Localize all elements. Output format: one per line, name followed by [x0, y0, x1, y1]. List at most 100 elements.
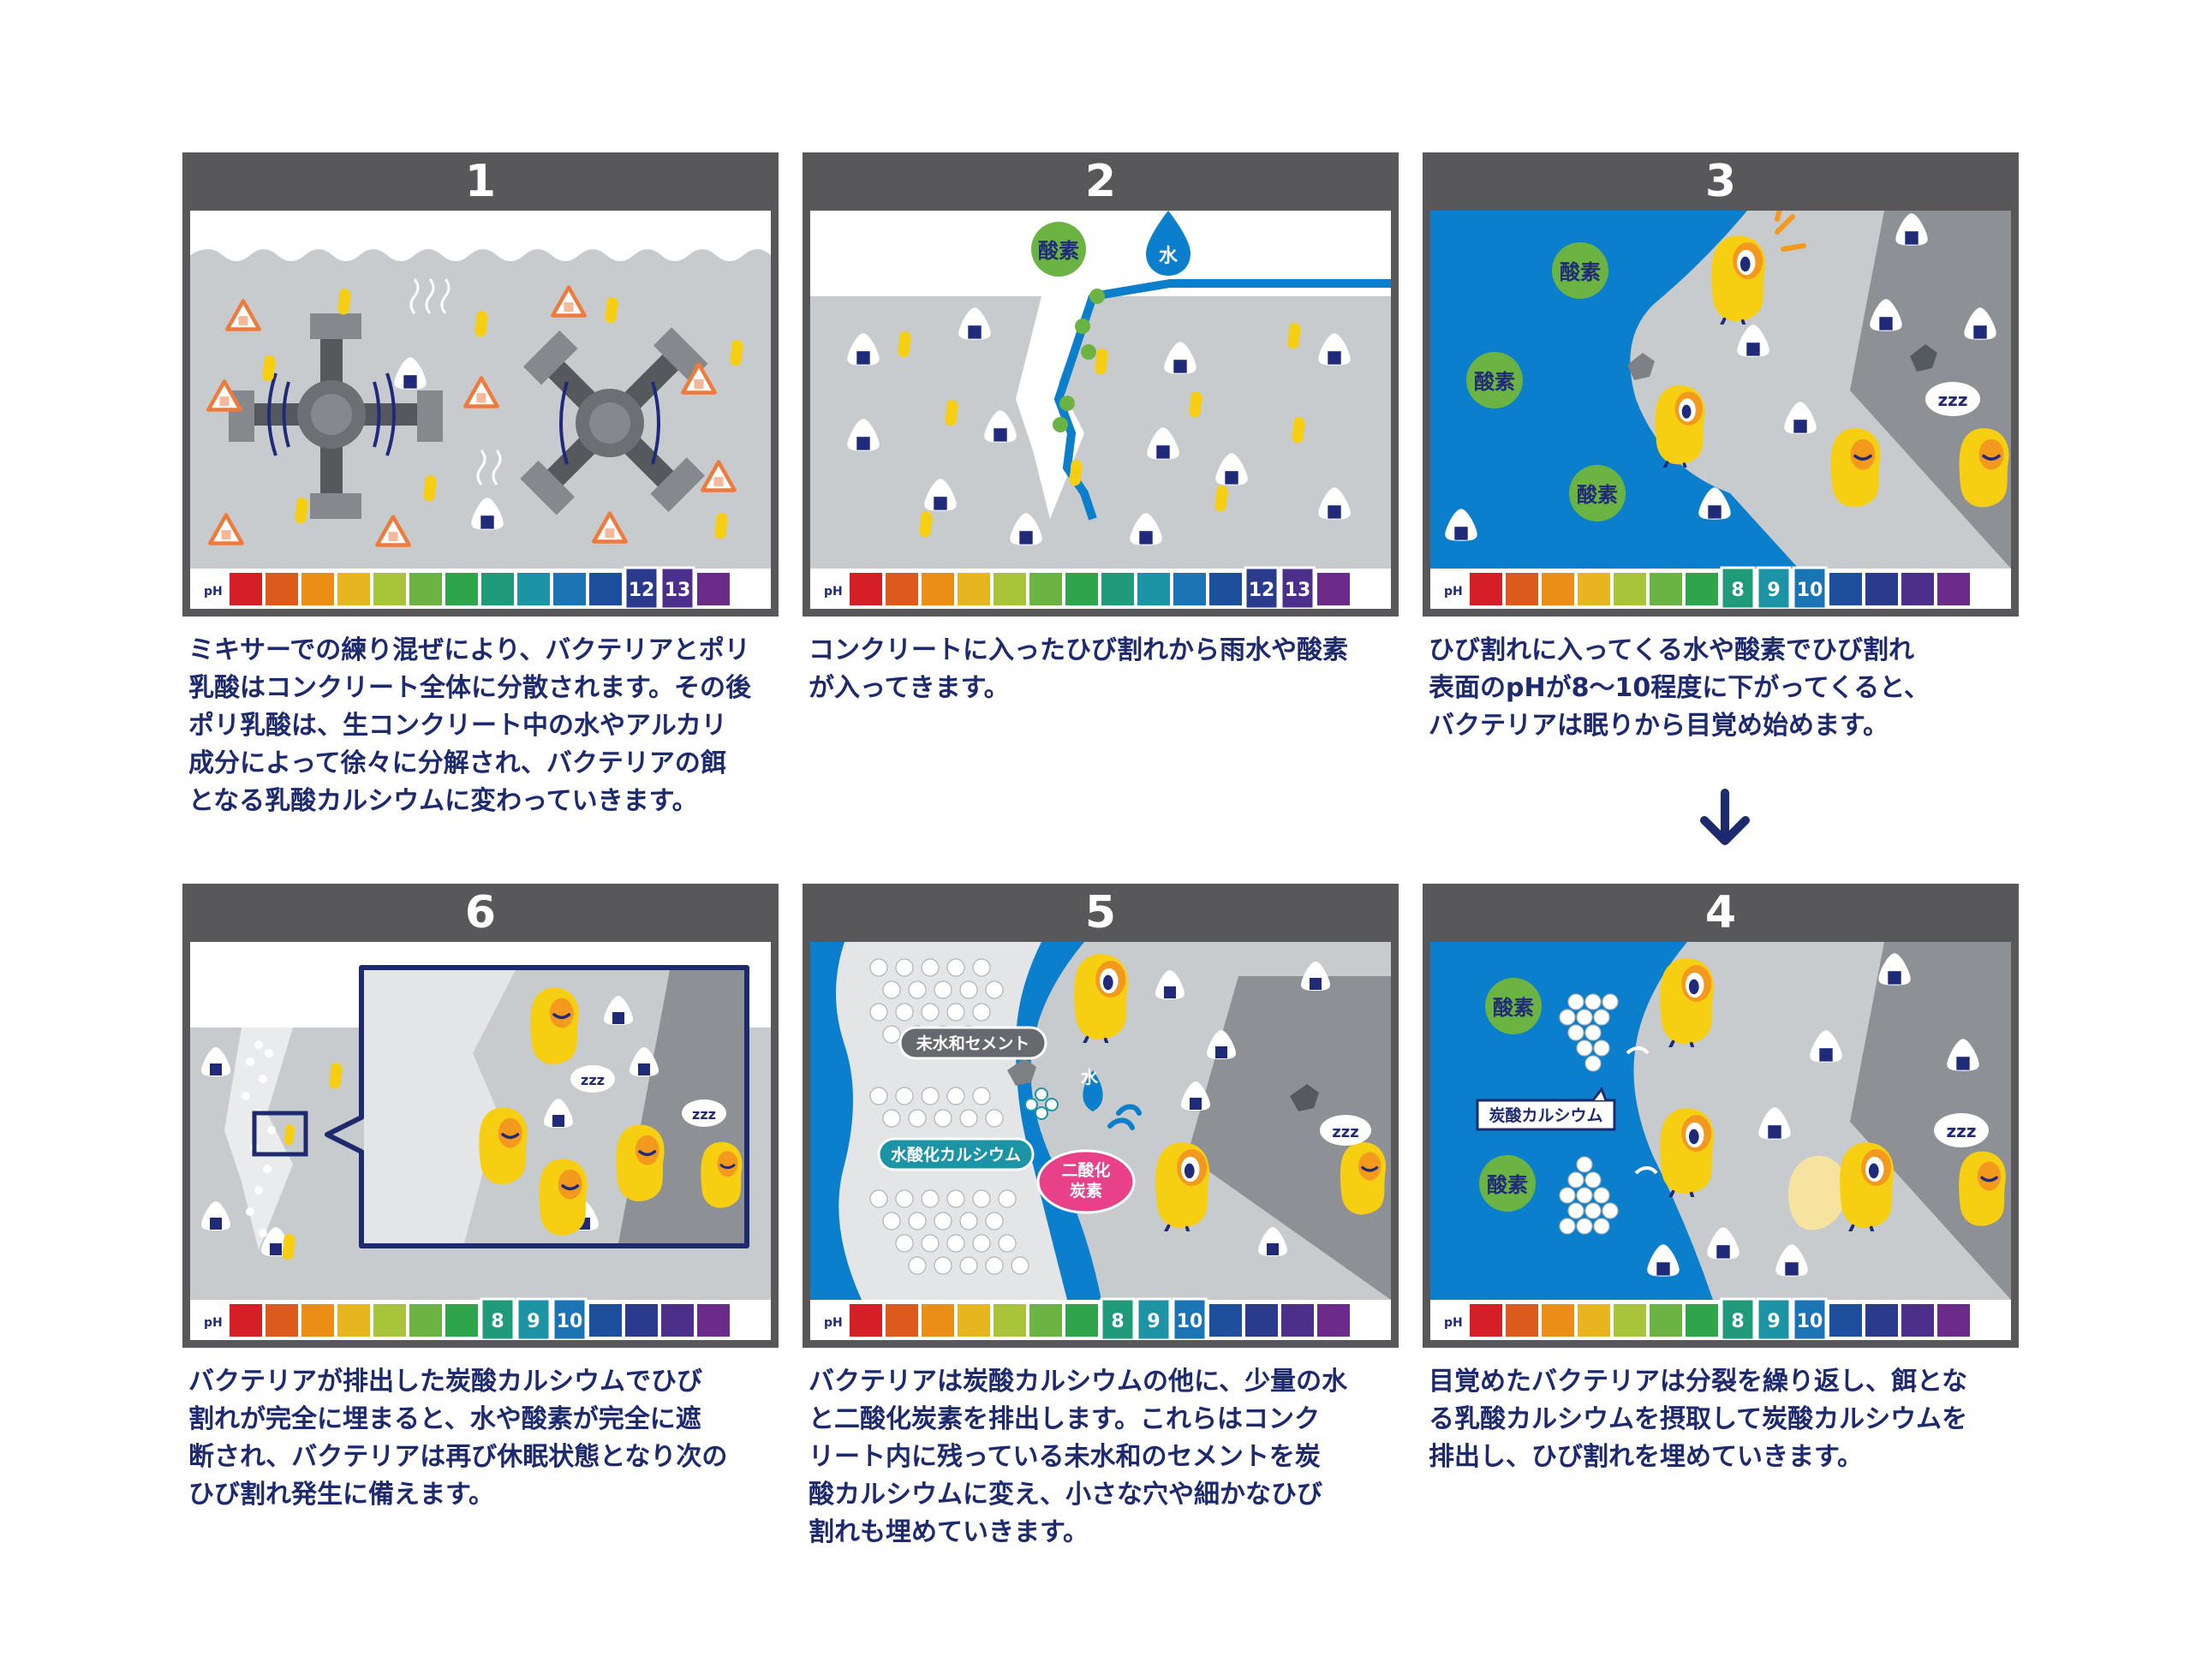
down-arrow-icon [1700, 789, 1750, 845]
ph-scale [230, 566, 730, 609]
step-4-caption: 目覚めたバクテリアは分裂を繰り返し、餌とな る乳酸カルシウムを摂取して炭酸カルシ… [1429, 1367, 1968, 1472]
calcium-hydroxide-label: 水酸化カルシウム [877, 1137, 1035, 1171]
step-6-illustration: zzz zzz pH [190, 942, 771, 1340]
step-3-caption: ひび割れに入ってくる水や酸素でひび割れ 表面のpHが8～10程度に下がってくると… [1429, 635, 1930, 741]
svg-text:zzz: zzz [1938, 390, 1968, 410]
bacteria-icon [1653, 384, 1707, 468]
bacteria-icon [1957, 426, 2011, 509]
bacteria-icon [537, 1157, 589, 1237]
svg-text:zzz: zzz [581, 1072, 605, 1088]
step-5-number: 5 [1084, 887, 1117, 938]
step-4-illustration: 酸素 酸素 炭酸カルシウム zzz [1430, 942, 2011, 1340]
ph-label: pH [1444, 585, 1463, 599]
svg-text:水: 水 [1081, 1067, 1099, 1087]
step-3-number: 3 [1704, 156, 1737, 207]
bacteria-icon [1339, 1141, 1387, 1217]
ph-label: pH [1444, 1316, 1463, 1330]
zzz-bubble: zzz [1925, 382, 1980, 416]
bacteria-icon [614, 1123, 666, 1203]
step-2-number: 2 [1084, 156, 1117, 207]
ph-highlight-value: 8 [1731, 1311, 1744, 1332]
step-2-illustration: 酸素 水 [810, 211, 1391, 609]
oxygen-bubble: 酸素 [1569, 465, 1626, 521]
ph-highlight-value: 9 [527, 1311, 540, 1332]
svg-text:酸素: 酸素 [1493, 996, 1534, 1020]
svg-text:酸素: 酸素 [1577, 483, 1618, 507]
bacteria-icon [528, 986, 581, 1066]
bacteria-icon [1710, 234, 1767, 325]
svg-text:zzz: zzz [692, 1106, 716, 1123]
svg-text:酸素: 酸素 [1487, 1173, 1528, 1197]
unhydrated-cement-label: 未水和セメント [898, 1026, 1047, 1060]
bacteria-icon [1658, 1106, 1716, 1197]
ph-highlight-value: 9 [1767, 580, 1780, 601]
water-label: 水 [1081, 1067, 1103, 1111]
ph-highlight-value: 8 [1731, 580, 1744, 601]
ph-scale [850, 1297, 1350, 1340]
step-3-illustration: 酸素 酸素 酸素 zzz [1430, 211, 2011, 609]
svg-text:酸素: 酸素 [1038, 239, 1079, 263]
bacteria-icon [1658, 956, 1716, 1047]
ph-highlight-value: 8 [491, 1311, 504, 1332]
bacteria-icon [1154, 1141, 1211, 1231]
step-3-panel: 3 酸素 酸素 酸素 [1423, 152, 2019, 617]
step-5-panel: 5 未水和セメント [803, 884, 1399, 1348]
ph-highlight-value: 13 [665, 580, 691, 601]
step-5-caption: バクテリアは炭酸カルシウムの他に、少量の水 と二酸化炭素を排出します。これらはコ… [809, 1367, 1348, 1547]
calcium-carbonate-label: 炭酸カルシウム [1476, 1086, 1616, 1131]
ph-label: pH [204, 585, 223, 599]
step-1-illustration: pH 12 13 [190, 211, 771, 609]
zzz-bubble: zzz [570, 1065, 615, 1093]
bacteria-icon [1838, 1141, 1895, 1231]
ph-highlight-value: 10 [1797, 580, 1823, 601]
step-1-panel: 1 [182, 152, 779, 617]
step-4-number: 4 [1704, 887, 1737, 938]
step-1-caption: ミキサーでの練り混ぜにより、バクテリアとポリ 乳酸はコンクリート全体に分散されま… [188, 635, 751, 816]
bacteria-icon [1829, 426, 1883, 509]
svg-text:酸素: 酸素 [1560, 260, 1601, 284]
step-2-caption: コンクリートに入ったひび割れから雨水や酸素 が入ってきます。 [809, 635, 1348, 703]
ph-highlight-value: 13 [1285, 580, 1311, 601]
zzz-bubble: zzz [682, 1099, 726, 1127]
mixer-blade-icon [229, 313, 443, 519]
bacteria-icon [699, 1141, 744, 1210]
step-6-panel: 6 [182, 884, 779, 1348]
ph-label: pH [204, 1316, 223, 1330]
bacteria-icon [477, 1105, 529, 1186]
ph-highlight-value: 10 [1177, 1311, 1203, 1332]
svg-text:zzz: zzz [1947, 1121, 1977, 1141]
ph-scale [1470, 1297, 1970, 1340]
water-drop-icon: 水 [1146, 211, 1190, 276]
ph-label: pH [824, 585, 843, 599]
ph-highlight-value: 9 [1147, 1311, 1160, 1332]
oxygen-bubble: 酸素 [1552, 242, 1608, 299]
svg-text:炭素: 炭素 [1070, 1181, 1102, 1200]
bacteria-icon [1072, 952, 1130, 1043]
oxygen-bubble: 酸素 [1466, 352, 1523, 408]
svg-text:炭酸カルシウム: 炭酸カルシウム [1489, 1105, 1602, 1125]
zoom-callout: zzz zzz [325, 965, 749, 1248]
mixer-blade-icon [520, 327, 708, 515]
step-5-illustration: 未水和セメント 水酸化カルシウム 水 二酸化 炭素 [810, 942, 1391, 1340]
step-1-number: 1 [464, 156, 497, 207]
ph-highlight-value: 9 [1767, 1311, 1780, 1332]
oxygen-bubble: 酸素 [1479, 1155, 1536, 1212]
svg-text:二酸化: 二酸化 [1061, 1160, 1110, 1180]
step-6-caption: バクテリアが排出した炭酸カルシウムでひび 割れが完全に埋まると、水や酸素が完全に… [188, 1367, 728, 1510]
ph-highlight-value: 10 [557, 1311, 583, 1332]
oxygen-bubble: 酸素 [1485, 978, 1542, 1034]
bacteria-icon [1957, 1149, 2008, 1228]
svg-text:未水和セメント: 未水和セメント [916, 1034, 1030, 1053]
ph-highlight-value: 10 [1797, 1311, 1823, 1332]
ph-highlight-value: 12 [1249, 580, 1275, 601]
svg-text:zzz: zzz [1332, 1123, 1358, 1141]
step-2-panel: 2 酸素 水 [803, 152, 1399, 617]
co2-bubble: 二酸化 炭素 [1036, 1149, 1136, 1214]
ph-scale [850, 566, 1350, 609]
ph-highlight-value: 12 [629, 580, 655, 601]
svg-text:水: 水 [1159, 246, 1179, 267]
zzz-bubble: zzz [1320, 1115, 1371, 1146]
svg-text:水酸化カルシウム: 水酸化カルシウム [891, 1145, 1021, 1165]
step-4-panel: 4 酸素 酸素 [1423, 884, 2019, 1348]
ph-highlight-value: 8 [1111, 1311, 1124, 1332]
